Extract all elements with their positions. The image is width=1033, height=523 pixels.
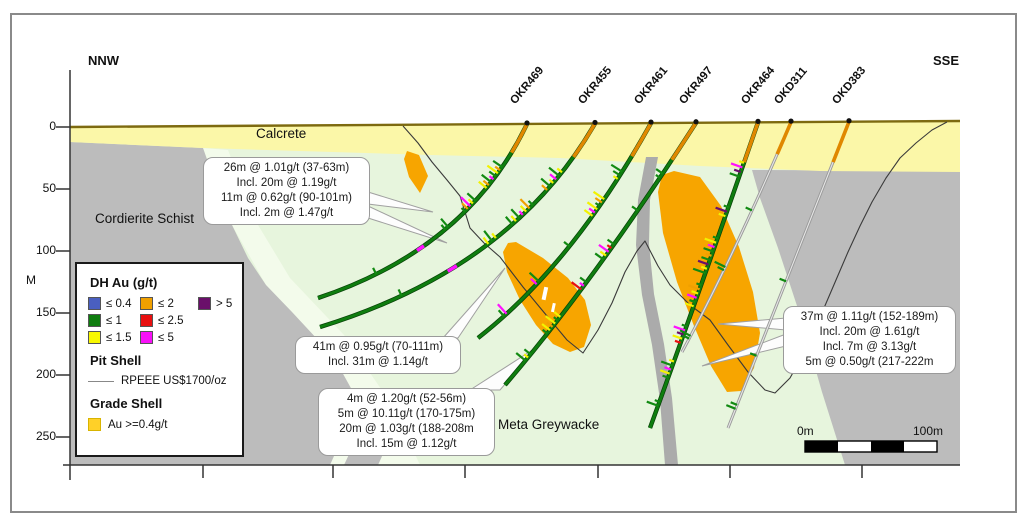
drill-trace-OKR464 xyxy=(646,118,761,429)
legend-pit-shell-label: RPEEE US$1700/oz xyxy=(121,375,227,387)
figure-border xyxy=(10,13,1017,513)
legend-class-le15: ≤ 1.5 xyxy=(88,331,140,344)
drill-trace-OKR455 xyxy=(319,119,598,330)
swatch-orange xyxy=(140,297,153,310)
callout-4m-intercepts: 4m @ 1.20g/t (52-56m) 5m @ 10.11g/t (170… xyxy=(318,388,495,456)
drill-trace-OKD383 xyxy=(725,118,852,429)
legend-pit-shell-row: RPEEE US$1700/oz xyxy=(88,375,242,387)
callout-line: Incl. 7m @ 3.13g/t xyxy=(822,341,917,353)
callout-line: 37m @ 1.11g/t (152-189m) xyxy=(800,311,939,323)
legend-class-le2: ≤ 2 xyxy=(140,297,198,310)
label-meta-greywacke: Meta Greywacke xyxy=(498,417,600,432)
label-calcrete: Calcrete xyxy=(256,126,307,141)
callout-line: Incl. 20m @ 1.19g/t xyxy=(236,177,337,189)
lens-highlight xyxy=(541,286,549,301)
lens-highlight xyxy=(550,302,556,313)
swatch-green xyxy=(88,314,101,327)
y-tick-0: 0 xyxy=(49,119,56,133)
swatch-red xyxy=(140,314,153,327)
swatch-magenta xyxy=(140,331,153,344)
light-greywacke-wedge xyxy=(203,148,420,465)
drill-trace-OKD311 xyxy=(679,118,794,353)
callout-line: 20m @ 1.03g/t (188-208m xyxy=(339,423,474,435)
legend-grade-shell-title: Grade Shell xyxy=(90,396,163,411)
callout-41m-intercept: 41m @ 0.95g/t (70-111m) Incl. 31m @ 1.14… xyxy=(295,336,461,374)
legend-grade-shell-label: Au >=0.4g/t xyxy=(108,418,168,431)
label-cordierite-schist: Cordierite Schist xyxy=(95,211,195,226)
legend-grade-classes: ≤ 0.4 ≤ 2 > 5 ≤ 1 ≤ 2.5 ≤ 1.5 ≤ 5 xyxy=(88,297,242,344)
axes xyxy=(56,70,960,480)
collar-point-OKD311 xyxy=(788,118,794,124)
callout-line: 5m @ 0.50g/t (217-222m xyxy=(805,356,934,368)
legend-class-label: ≤ 1 xyxy=(106,314,122,327)
legend-pit-shell-title: Pit Shell xyxy=(90,353,142,368)
legend-class-le5: ≤ 5 xyxy=(140,331,198,344)
callout-37m-intercepts: 37m @ 1.11g/t (152-189m) Incl. 20m @ 1.6… xyxy=(783,306,956,374)
callout-line: 11m @ 0.62g/t (90-101m) xyxy=(221,192,352,204)
callout-line: Incl. 31m @ 1.14g/t xyxy=(328,356,428,368)
drill-trace-OKR469 xyxy=(317,120,530,301)
collar-point-OKR464 xyxy=(755,118,761,124)
collar-point-OKD383 xyxy=(846,118,852,124)
fault-band xyxy=(636,157,678,465)
callout-line: 5m @ 10.11g/t (170-175m) xyxy=(337,408,476,420)
callout-line: Incl. 15m @ 1.12g/t xyxy=(356,438,457,450)
legend-class-le04: ≤ 0.4 xyxy=(88,297,140,310)
swatch-purple xyxy=(198,297,211,310)
legend-class-label: > 5 xyxy=(216,297,233,310)
grade-shell-lens-east xyxy=(658,171,760,392)
callout-line: 4m @ 1.20g/t (52-56m) xyxy=(346,393,467,405)
legend-class-gt5: > 5 xyxy=(198,297,238,310)
scale-bar xyxy=(804,440,938,453)
legend-class-label: ≤ 2.5 xyxy=(158,314,184,327)
legend-dh-au-title: DH Au (g/t) xyxy=(90,275,158,290)
collar-point-OKR469 xyxy=(524,120,530,126)
swatch-yellow xyxy=(88,331,101,344)
legend-class-label: ≤ 2 xyxy=(158,297,174,310)
y-axis-unit: M xyxy=(26,273,36,287)
drill-trace-OKR461 xyxy=(476,119,654,340)
legend-grade-shell-row: Au >=0.4g/t xyxy=(88,418,242,431)
collar-point-OKR497 xyxy=(693,119,699,125)
grade-shell-lens-west xyxy=(503,242,591,352)
y-tick-250: 250 xyxy=(35,429,56,443)
legend-box: DH Au (g/t) ≤ 0.4 ≤ 2 > 5 ≤ 1 ≤ 2.5 ≤ 1.… xyxy=(75,262,244,457)
scale-bar-start-label: 0m xyxy=(797,424,814,438)
drill-trace-OKR497 xyxy=(503,119,699,387)
callout-okr469-intercepts: 26m @ 1.01g/t (37-63m) Incl. 20m @ 1.19g… xyxy=(203,157,370,225)
grade-shell-sliver xyxy=(404,151,428,193)
legend-class-le1: ≤ 1 xyxy=(88,314,140,327)
collar-point-OKR455 xyxy=(592,119,598,126)
legend-class-label: ≤ 5 xyxy=(158,331,174,344)
callout-line: 26m @ 1.01g/t (37-63m) xyxy=(223,162,350,174)
legend-class-label: ≤ 1.5 xyxy=(106,331,132,344)
scale-bar-end-label: 100m xyxy=(913,424,944,438)
legend-class-label: ≤ 0.4 xyxy=(106,297,132,310)
direction-label-nnw: NNW xyxy=(88,53,120,68)
pit-shell-line-icon xyxy=(88,380,114,382)
direction-label-sse: SSE xyxy=(933,53,960,68)
y-tick-50: 50 xyxy=(42,181,56,195)
callout-line: Incl. 20m @ 1.61g/t xyxy=(819,326,920,338)
callout-line: 41m @ 0.95g/t (70-111m) xyxy=(312,341,444,353)
swatch-blue xyxy=(88,297,101,310)
collar-point-OKR461 xyxy=(648,119,654,125)
y-tick-150: 150 xyxy=(35,305,56,319)
legend-class-le25: ≤ 2.5 xyxy=(140,314,198,327)
surface-line xyxy=(69,119,961,129)
callout-line: Incl. 2m @ 1.47g/t xyxy=(239,207,334,219)
y-tick-200: 200 xyxy=(35,367,56,381)
y-tick-100: 100 xyxy=(35,243,56,257)
grade-shell-swatch xyxy=(88,418,101,431)
